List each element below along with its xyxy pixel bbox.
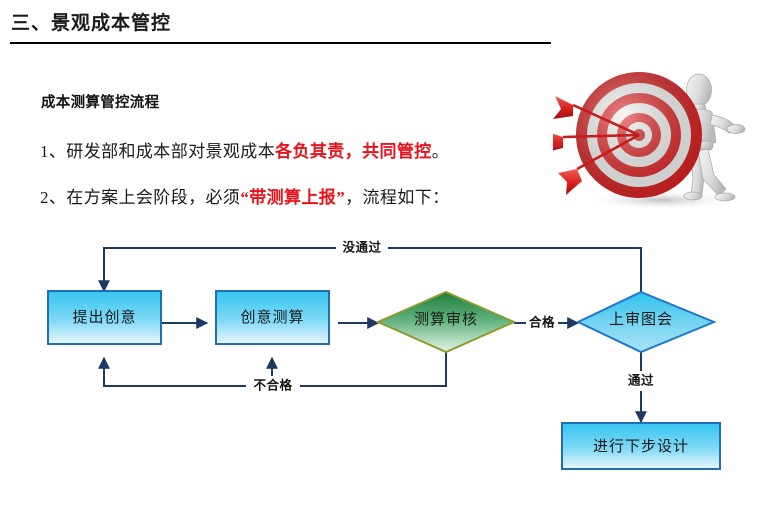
paragraph-2: 2、在方案上会阶段，必须“带测算上报”，流程如下： — [40, 183, 450, 208]
paragraph-2-prefix: 2、在方案上会阶段，必须 — [40, 188, 241, 207]
cost-control-flowchart: 提出创意 创意测算 测算审核 上审图会 进行下步设计 没通过 不 — [0, 225, 760, 500]
edge-label-top-loop: 没通过 — [336, 238, 388, 257]
flow-node-idea-estimate[interactable]: 创意测算 — [215, 290, 330, 345]
flow-node-propose-idea-label: 提出创意 — [72, 308, 136, 326]
page-title: 三、景观成本管控 — [11, 13, 172, 34]
darts — [553, 96, 640, 195]
edge-label-bottom-loop-text: 不合格 — [253, 377, 292, 392]
flow-node-estimate-review[interactable]: 测算审核 — [375, 290, 517, 354]
flow-node-next-design-label: 进行下步设计 — [593, 438, 689, 455]
edge-label-top-loop-text: 没通过 — [342, 239, 381, 254]
paragraph-2-suffix: ，流程如下： — [345, 188, 450, 207]
dartboard-illustration — [553, 57, 758, 217]
paragraph-2-highlight: “带测算上报” — [240, 188, 346, 207]
edge-label-approved-text: 通过 — [628, 372, 654, 387]
edge-label-pass-review-text: 合格 — [529, 314, 555, 329]
flow-node-drawing-meeting-label: 上审图会 — [609, 311, 673, 328]
section-heading: 成本测算管控流程 — [41, 95, 160, 111]
edge-label-bottom-loop: 不合格 — [246, 376, 300, 395]
flow-node-drawing-meeting[interactable]: 上审图会 — [575, 290, 717, 354]
flow-node-propose-idea[interactable]: 提出创意 — [47, 290, 162, 345]
title-divider — [10, 42, 551, 44]
edge-label-pass-review: 合格 — [526, 313, 558, 332]
paragraph-1-suffix: 。 — [431, 142, 450, 161]
paragraph-1: 1、研发部和成本部对景观成本各负其责，共同管控。 — [40, 137, 449, 162]
flow-node-idea-estimate-label: 创意测算 — [240, 308, 304, 326]
flow-node-estimate-review-label: 测算审核 — [414, 310, 478, 328]
paragraph-1-highlight: 各负其责，共同管控 — [275, 142, 432, 161]
paragraph-1-prefix: 1、研发部和成本部对景观成本 — [40, 142, 276, 161]
edge-label-approved: 通过 — [623, 371, 659, 391]
flow-node-next-design[interactable]: 进行下步设计 — [561, 422, 721, 470]
